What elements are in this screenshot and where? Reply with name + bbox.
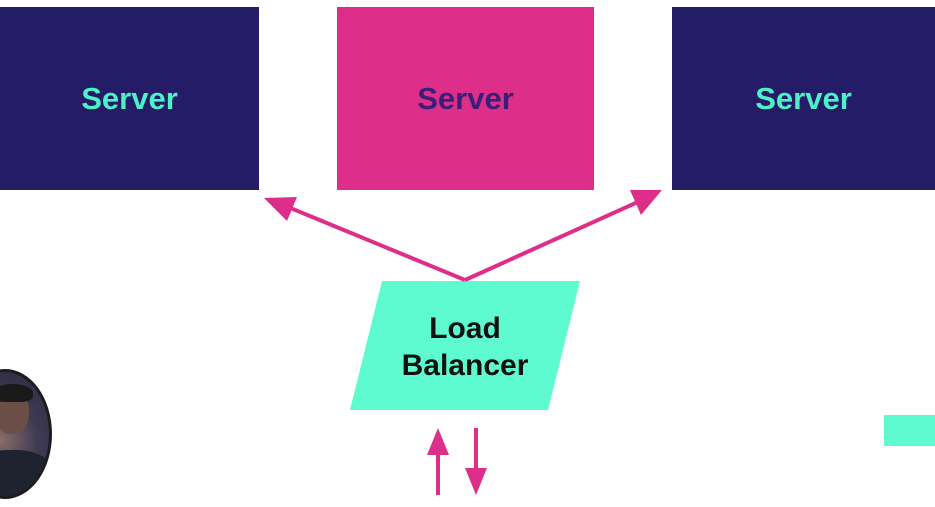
arrow-up-left-icon — [264, 197, 466, 282]
server-box-middle: Server — [337, 7, 594, 190]
partial-teal-block — [884, 415, 935, 446]
load-balancer-label-line1: Load — [429, 312, 501, 345]
server-box-left: Server — [0, 7, 259, 190]
server-box-right: Server — [672, 7, 935, 190]
server-label-right: Server — [755, 80, 852, 116]
server-label-middle: Server — [417, 80, 514, 116]
load-balancer-label-line2: Balancer — [401, 349, 529, 382]
load-balancer-shape — [350, 281, 580, 410]
arrow-up-icon — [427, 428, 449, 495]
server-label-left: Server — [81, 80, 178, 116]
arrow-up-right-icon — [464, 190, 662, 282]
arrow-down-icon — [465, 428, 487, 495]
load-balancer-label: Load Balancer — [380, 310, 550, 384]
